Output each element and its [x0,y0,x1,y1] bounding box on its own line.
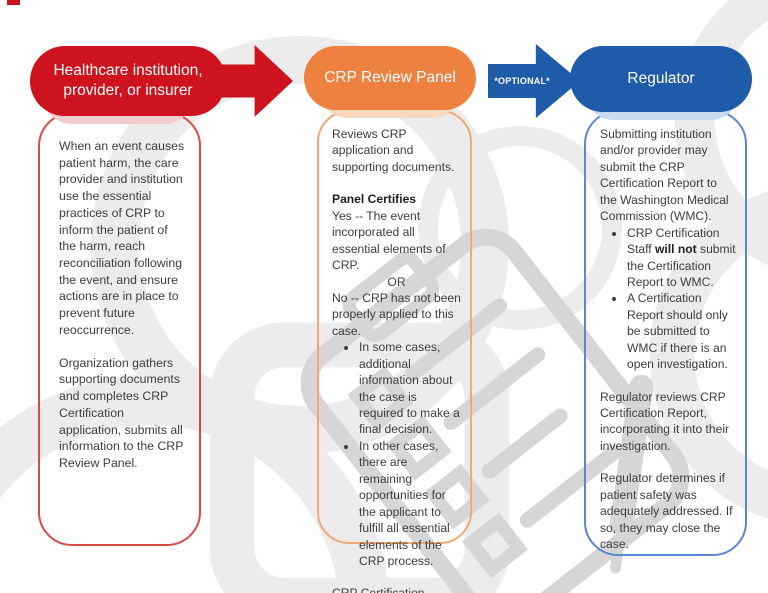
text: Organization gathers supporting document… [59,355,184,470]
text: Regulator reviews CRP Certification Repo… [600,389,730,453]
red-corner-mark [7,0,20,5]
text: Panel Certifies [332,192,417,207]
text-block-p: Organization gathers supporting document… [59,355,185,472]
text: Yes -- The event incorporated all essent… [332,208,446,273]
text: In other cases, there are remaining oppo… [359,438,450,568]
text-block-p: When an event causes patient harm, the c… [59,138,185,339]
text-block-p: CRP Certification Report is given to the… [332,585,461,593]
text-block-bullets: In some cases, additional information ab… [332,339,461,569]
arrow-right-icon [213,45,293,117]
bullet-item: A Certification Report should only be su… [626,290,737,372]
regulator-details: Submitting institution and/or provider m… [584,110,747,556]
crp-review-panel-details: Reviews CRP application and supporting d… [317,110,472,593]
text-block-heading: Panel Certifies [332,191,461,207]
text: A Certification Report should only be su… [627,291,728,372]
header-healthcare-institution: Healthcare institution, provider, or ins… [30,46,226,116]
text-block-center: OR [332,274,461,290]
bullet-item: CRP Certification Staff will not submit … [626,225,737,291]
text: Submitting institution and/or provider m… [600,127,729,224]
optional-label: *OPTIONAL* [494,76,550,86]
text: CRP Certification Report is given to the… [332,586,446,593]
text: When an event causes patient harm, the c… [59,139,185,337]
healthcare-institution-details: When an event causes patient harm, the c… [38,112,201,546]
text: No -- CRP has not been properly applied … [332,290,461,338]
flow-arrow-1 [213,45,293,117]
text-block-p: Regulator determines if patient safety w… [600,470,737,552]
text-block-line: Submitting institution and/or provider m… [600,126,737,225]
header-crp-review-panel: CRP Review Panel [304,46,476,110]
text: Regulator determines if patient safety w… [600,471,733,552]
text-block-p: Reviews CRP application and supporting d… [332,126,461,175]
text-block-bullets: CRP Certification Staff will not submit … [600,225,737,373]
optional-flow-arrow: *OPTIONAL* [488,44,580,118]
text-block-line: Yes -- The event incorporated all essent… [332,208,461,274]
text-block-line: No -- CRP has not been properly applied … [332,290,461,339]
bold-text: will not [655,242,697,257]
text: In some cases, additional information ab… [359,340,460,437]
text-block-p: Regulator reviews CRP Certification Repo… [600,389,737,455]
bullet-item: In other cases, there are remaining oppo… [358,438,461,570]
text: OR [387,274,406,289]
text: Reviews CRP application and supporting d… [332,127,455,174]
bullet-item: In some cases, additional information ab… [358,339,461,438]
header-regulator: Regulator [570,46,752,112]
